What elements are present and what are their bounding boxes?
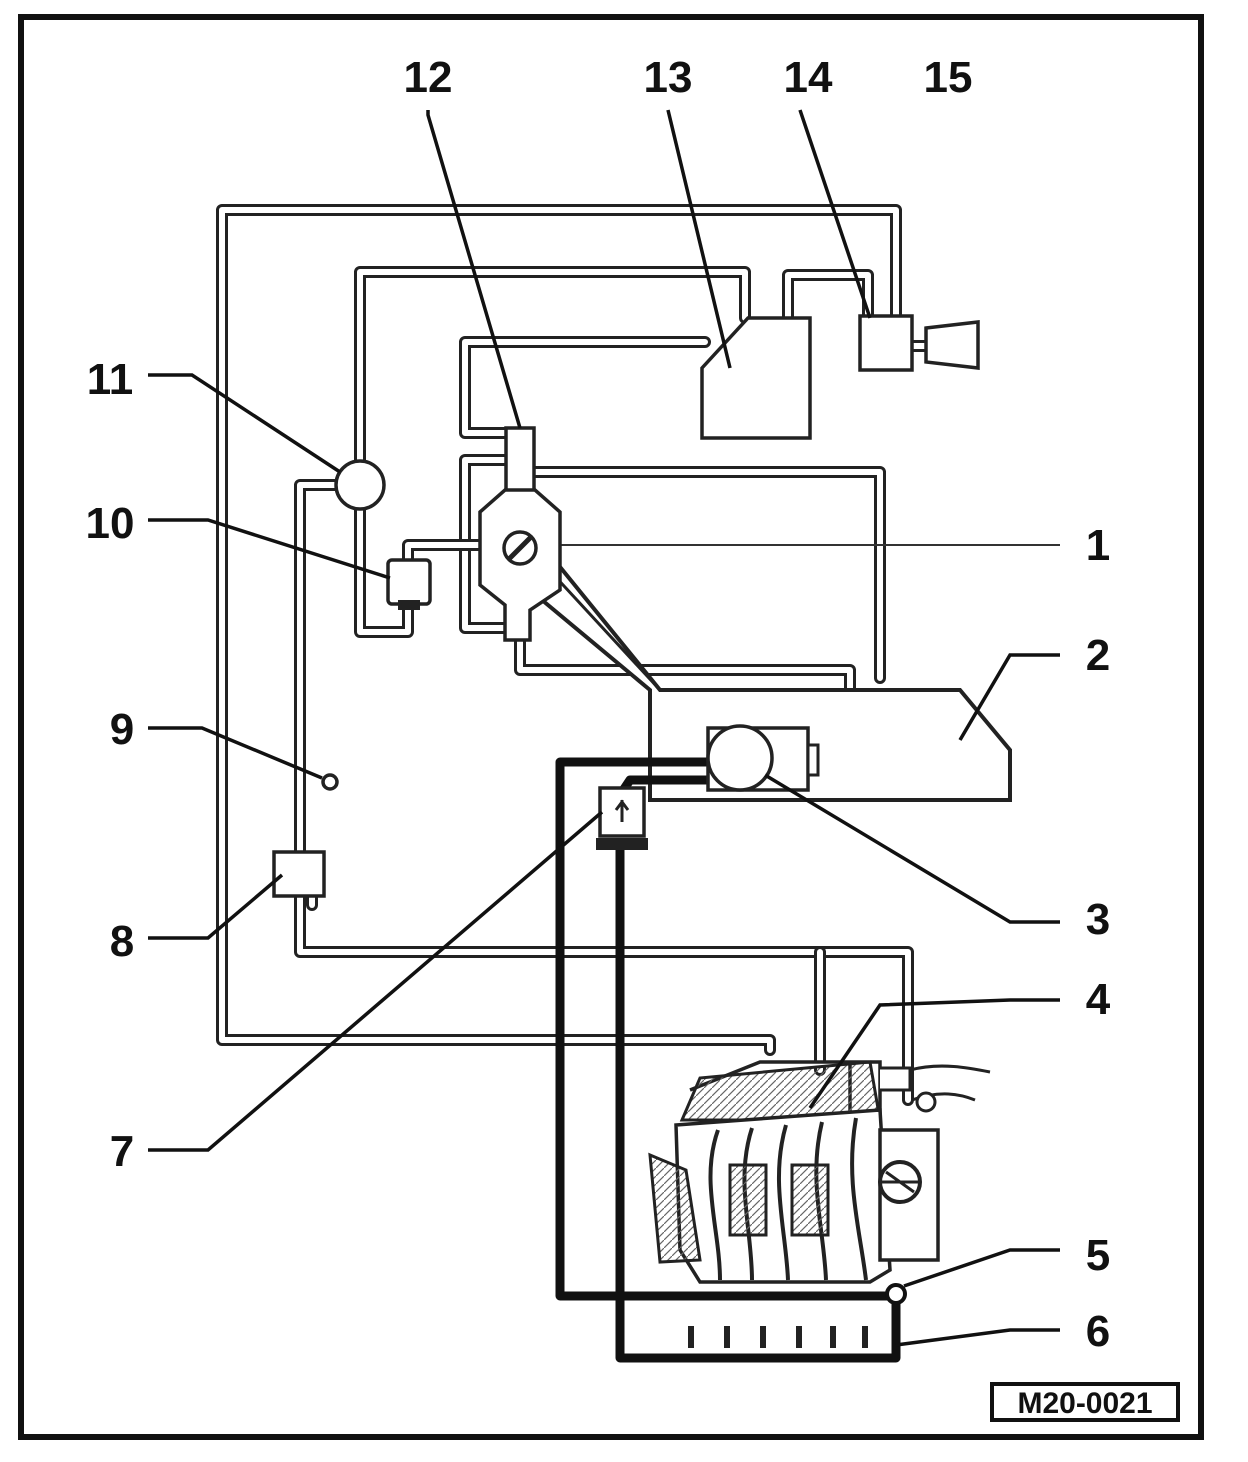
callout-9: 9 — [110, 705, 134, 754]
part-3 — [706, 724, 774, 792]
callout-13: 13 — [644, 53, 693, 102]
part-15 — [924, 320, 980, 370]
callout-12: 12 — [404, 53, 453, 102]
callout-6: 6 — [1086, 1307, 1110, 1356]
part-9 — [321, 773, 339, 791]
callout-5: 5 — [1086, 1231, 1110, 1280]
part-5 — [885, 1283, 907, 1305]
canister-13 — [700, 316, 812, 440]
callout-15: 15 — [924, 53, 973, 102]
callout-14: 14 — [784, 53, 833, 102]
reference-code-box: M20-0021 — [990, 1382, 1180, 1422]
leader-lines — [148, 109, 1060, 1347]
part-12 — [504, 426, 536, 496]
fuel-rail-6 — [688, 1326, 868, 1348]
part-10 — [386, 558, 432, 606]
callout-1: 1 — [1086, 521, 1110, 570]
callout-7: 7 — [110, 1127, 134, 1176]
callout-labels: 1 2 3 4 5 6 7 8 9 10 11 12 13 14 15 — [86, 53, 1111, 1356]
callout-10: 10 — [86, 499, 135, 548]
part-8 — [272, 850, 326, 898]
figure-frame — [18, 14, 1204, 1440]
callout-11: 11 — [87, 355, 134, 404]
part-11 — [334, 459, 386, 511]
valve-14 — [858, 314, 914, 372]
callout-2: 2 — [1086, 631, 1110, 680]
reference-code: M20-0021 — [1017, 1387, 1152, 1420]
components — [272, 314, 991, 1348]
callout-3: 3 — [1086, 895, 1110, 944]
callout-4: 4 — [1086, 975, 1111, 1024]
callout-8: 8 — [110, 917, 134, 966]
